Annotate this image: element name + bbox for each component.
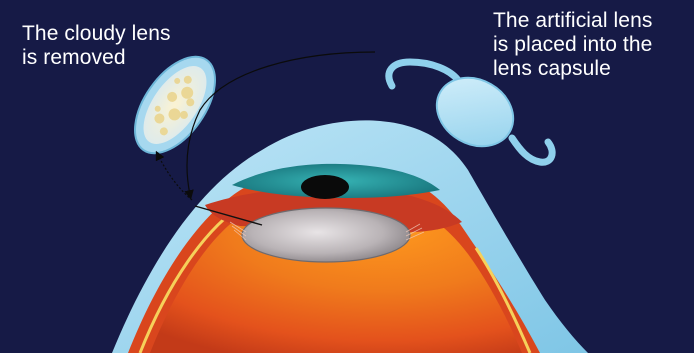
iol-haptic-top bbox=[389, 62, 458, 86]
artificial-lens-label-line-1: The artificial lens bbox=[493, 9, 652, 33]
pupil bbox=[301, 175, 349, 199]
cloudy-lens-label-line-2: is removed bbox=[22, 46, 171, 70]
iol-haptic-bottom bbox=[512, 138, 552, 162]
lens-capsule bbox=[242, 208, 410, 262]
artificial-lens-label-line-3: lens capsule bbox=[493, 57, 652, 81]
cloudy-lens-label: The cloudy lens is removed bbox=[22, 22, 171, 70]
cloudy-lens-label-line-1: The cloudy lens bbox=[22, 22, 171, 46]
artificial-lens-label-line-2: is placed into the bbox=[493, 33, 652, 57]
artificial-lens-label: The artificial lens is placed into the l… bbox=[493, 9, 652, 81]
